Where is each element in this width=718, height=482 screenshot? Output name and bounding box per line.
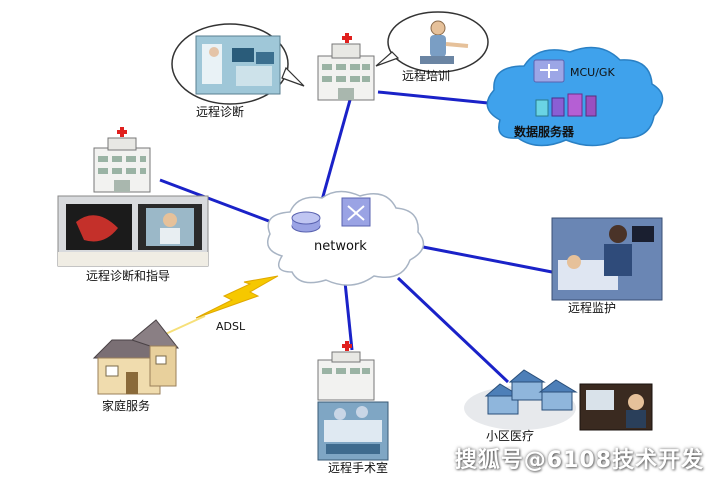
label-remote-monitoring: 远程监护 — [568, 300, 616, 315]
label-mcu-gk: MCU/GK — [570, 66, 615, 79]
remote-diagnosis-guidance-photo — [58, 196, 208, 266]
adsl-bolt-icon — [148, 276, 278, 342]
trainer-head — [431, 21, 445, 35]
label-remote-training: 远程培训 — [402, 68, 450, 83]
label-community-medical: 小区医疗 — [486, 429, 534, 443]
remote-monitoring-photo — [552, 218, 662, 300]
link-community — [398, 278, 508, 382]
label-remote-surgery: 远程手术室 — [328, 460, 388, 475]
label-data-server: 数据服务器 — [514, 124, 575, 139]
link-monitoring — [418, 246, 552, 272]
link-data-server — [378, 92, 498, 104]
label-adsl: ADSL — [216, 320, 246, 333]
link-top-hospital — [322, 100, 350, 200]
label-network: network — [314, 239, 367, 254]
router-icon — [292, 212, 320, 232]
watermark-text: 搜狐号@6108技术开发 — [455, 442, 704, 474]
switch-icon — [342, 198, 370, 226]
remote-diagnosis-bubble — [172, 24, 304, 104]
label-remote-diagnosis: 远程诊断 — [196, 104, 244, 119]
remote-surgery-photo — [318, 402, 388, 460]
hospital-left-icon — [94, 127, 150, 192]
label-home-service: 家庭服务 — [102, 398, 150, 413]
hospital-bottom-icon — [318, 341, 374, 400]
remote-training-bubble — [376, 12, 488, 72]
hospital-top-icon — [318, 33, 374, 100]
link-surgery — [345, 282, 352, 350]
label-remote-diagnosis-guidance: 远程诊断和指导 — [86, 268, 170, 283]
community-medical-photo — [580, 384, 652, 430]
house-icon — [94, 320, 178, 394]
community-houses-icon — [464, 370, 576, 430]
